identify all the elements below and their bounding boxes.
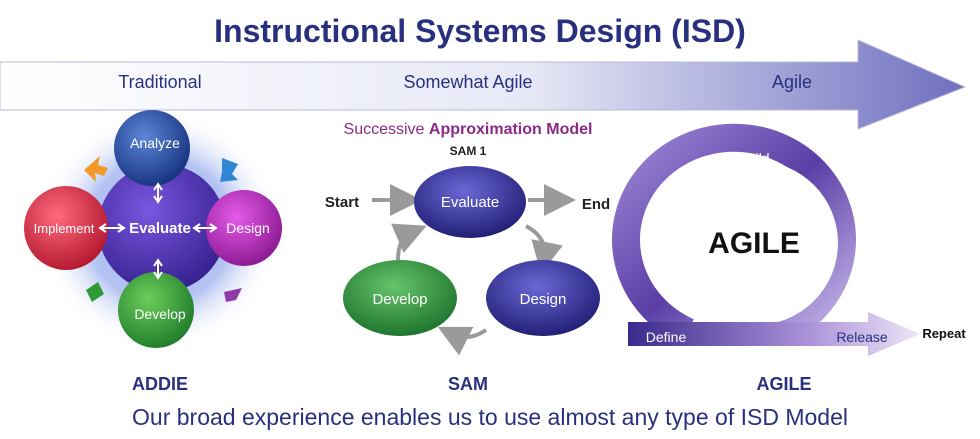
agility-scale-arrow <box>0 39 967 130</box>
addie-develop-label: Develop <box>134 306 186 322</box>
arrow-blue-icon <box>220 158 238 182</box>
sam-arrow-evaluate-design <box>524 224 563 274</box>
scale-label-agile: Agile <box>772 72 812 92</box>
sam-model: Successive Approximation Model SAM 1 Sta… <box>325 121 610 394</box>
updown-arrow-icon <box>153 258 163 280</box>
sam-title-prefix: Successive <box>344 121 429 138</box>
addie-caption: ADDIE <box>132 374 188 394</box>
agile-model: Build AGILE Define Release Repeat AGILE <box>612 123 966 394</box>
agile-release-arrow <box>628 312 920 356</box>
page-title: Instructional Systems Design (ISD) <box>214 13 746 49</box>
sam-start-label: Start <box>325 194 359 211</box>
sam-caption: SAM <box>448 374 488 394</box>
arrow-purple-icon <box>224 288 242 302</box>
agile-release-label: Release <box>836 329 888 345</box>
addie-analyze-label: Analyze <box>130 135 180 151</box>
agile-define-label: Define <box>646 329 687 345</box>
sam-develop-ellipse <box>343 260 457 336</box>
agile-ring-inner <box>674 161 838 325</box>
agile-repeat-label: Repeat <box>922 326 966 341</box>
sam-evaluate-ellipse <box>414 166 526 238</box>
footer-statement: Our broad experience enables us to use a… <box>132 404 848 430</box>
agile-build-label: Build <box>738 150 769 166</box>
sam-develop-label: Develop <box>372 291 427 308</box>
sam-arrow-design-develop <box>437 326 488 356</box>
addie-evaluate-label: Evaluate <box>129 220 191 237</box>
addie-model: Analyze Design Develop Implement Evaluat… <box>24 110 282 394</box>
sam-design-ellipse <box>486 260 600 336</box>
design-circle <box>206 190 282 266</box>
agile-ring <box>612 123 856 345</box>
leftright-arrow-icon <box>192 223 218 233</box>
sam-end-label: End <box>582 196 610 213</box>
agile-center-label: AGILE <box>708 227 800 260</box>
sam-design-label: Design <box>520 291 567 308</box>
agile-caption: AGILE <box>756 374 811 394</box>
implement-circle <box>24 186 108 270</box>
sam-subtitle: SAM 1 <box>450 144 487 158</box>
arrow-orange-icon <box>84 156 108 182</box>
develop-circle <box>118 272 194 348</box>
arrow-green-icon <box>86 282 104 302</box>
addie-implement-label: Implement <box>34 221 95 236</box>
scale-label-traditional: Traditional <box>118 72 201 92</box>
analyze-circle <box>114 110 190 186</box>
sam-title-emphasis: Approximation Model <box>429 121 593 138</box>
sam-title: Successive Approximation Model <box>344 121 593 138</box>
leftright-arrow-icon <box>98 223 126 233</box>
sam-evaluate-label: Evaluate <box>441 194 499 211</box>
sam-arrow-develop-evaluate <box>390 223 427 261</box>
addie-design-label: Design <box>226 220 270 236</box>
updown-arrow-icon <box>153 182 163 204</box>
evaluate-circle <box>98 164 226 292</box>
scale-label-somewhat-agile: Somewhat Agile <box>403 72 532 92</box>
